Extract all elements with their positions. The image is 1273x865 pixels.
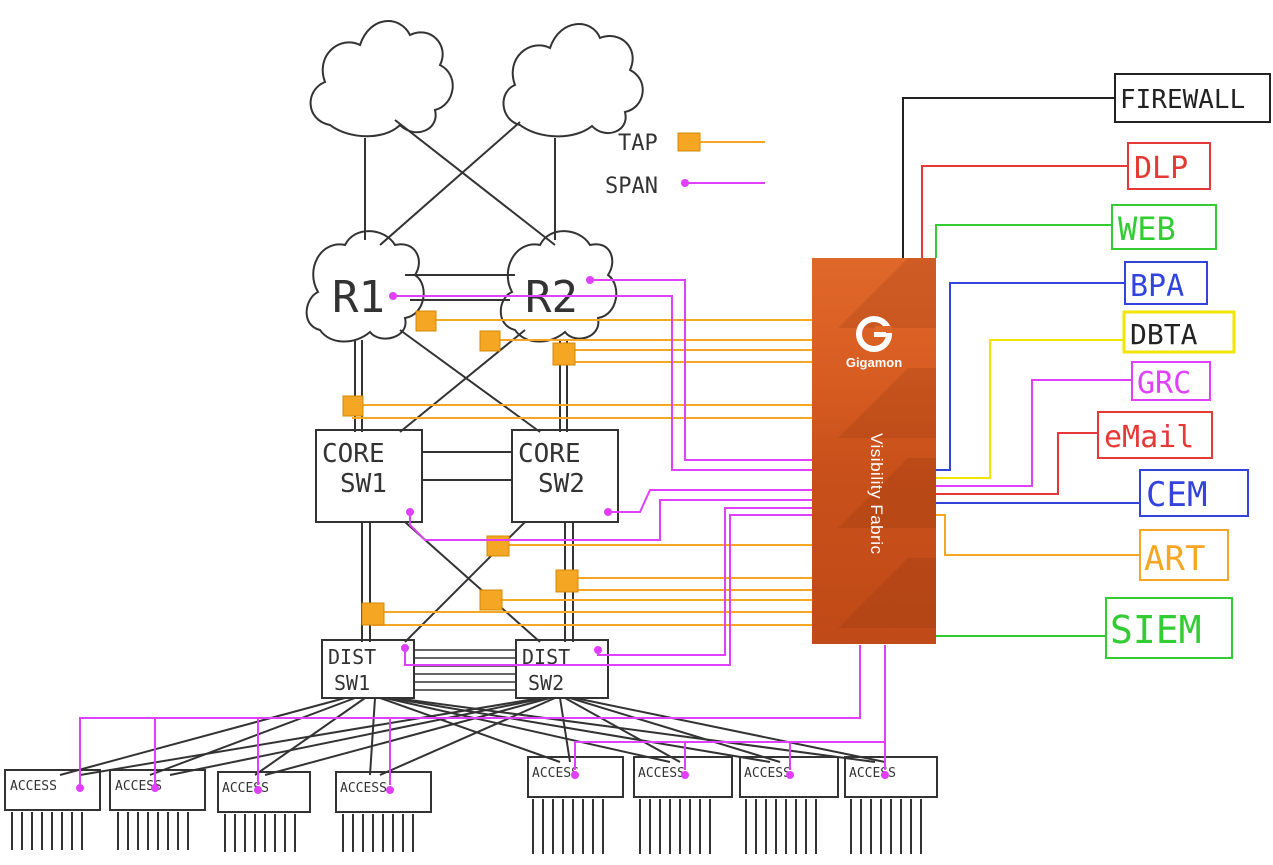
span-point bbox=[681, 771, 689, 779]
tool-dbta-label: DBTA bbox=[1130, 318, 1198, 351]
tap-markers bbox=[342, 310, 579, 626]
core-sw1-line2: SW1 bbox=[340, 469, 387, 499]
tool-email-box bbox=[1097, 411, 1213, 459]
access-label-6: ACCESS bbox=[638, 766, 685, 781]
dist-sw1-line1: DIST bbox=[328, 645, 376, 669]
access-label-3: ACCESS bbox=[222, 781, 269, 796]
tap-lines bbox=[352, 319, 812, 626]
tool-dlp-box bbox=[1127, 142, 1211, 190]
dist-sw2-box bbox=[515, 639, 609, 699]
tool-cem-label: CEM bbox=[1146, 475, 1207, 515]
dist-interconnect bbox=[414, 649, 516, 691]
span-point bbox=[586, 276, 594, 284]
internet-cloud-right bbox=[502, 23, 644, 138]
span-point bbox=[151, 784, 159, 792]
tool-siem-box bbox=[1105, 597, 1233, 659]
dist-sw1-box bbox=[321, 639, 415, 699]
dist-sw2-line2: SW2 bbox=[528, 671, 564, 695]
access-switch-2 bbox=[109, 769, 206, 811]
tap-marker bbox=[479, 589, 503, 611]
tool-firewall-label: FIREWALL bbox=[1120, 85, 1245, 115]
span-point bbox=[406, 508, 414, 516]
access-label-2: ACCESS bbox=[115, 779, 162, 794]
router-r2-shape bbox=[499, 230, 618, 343]
tap-marker bbox=[361, 602, 385, 626]
tool-connections bbox=[902, 97, 1140, 637]
router-r1-shape bbox=[305, 230, 425, 343]
span-lines bbox=[79, 279, 886, 785]
tool-cem-box bbox=[1139, 469, 1249, 517]
tool-email-label: eMail bbox=[1104, 420, 1194, 455]
access-switch-1 bbox=[4, 769, 101, 811]
router-r2-label: R2 bbox=[525, 272, 578, 323]
tool-firewall-box bbox=[1114, 73, 1271, 123]
dist-sw1-line2: SW1 bbox=[334, 671, 370, 695]
tool-dlp-label: DLP bbox=[1134, 151, 1188, 186]
tool-siem-label: SIEM bbox=[1110, 608, 1202, 652]
span-point bbox=[786, 771, 794, 779]
access-label-1: ACCESS bbox=[10, 779, 57, 794]
span-point bbox=[386, 786, 394, 794]
span-point bbox=[594, 646, 602, 654]
span-point bbox=[389, 292, 397, 300]
legend-tap-marker bbox=[677, 132, 701, 152]
span-point bbox=[401, 644, 409, 652]
core-sw2-line1: CORE bbox=[518, 439, 581, 469]
span-points bbox=[76, 276, 889, 794]
tool-bpa-label: BPA bbox=[1130, 269, 1184, 304]
legend-tap-label: TAP bbox=[618, 131, 658, 156]
access-label-4: ACCESS bbox=[340, 781, 387, 796]
router-r1-label: R1 bbox=[332, 272, 385, 323]
span-point bbox=[76, 784, 84, 792]
core-sw1-line1: CORE bbox=[322, 439, 385, 469]
access-switch-4 bbox=[335, 771, 432, 813]
tap-marker bbox=[552, 342, 576, 366]
access-label-7: ACCESS bbox=[744, 766, 791, 781]
tap-marker bbox=[415, 310, 437, 332]
span-point bbox=[604, 508, 612, 516]
access-switch-8 bbox=[844, 756, 938, 798]
tool-web-box bbox=[1111, 204, 1217, 250]
internet-cloud-left bbox=[309, 20, 454, 138]
tool-grc-box bbox=[1131, 361, 1211, 401]
access-ports bbox=[11, 799, 922, 854]
span-point bbox=[254, 786, 262, 794]
tool-dbta-box bbox=[1122, 310, 1236, 354]
tap-marker bbox=[342, 395, 364, 417]
access-switch-6 bbox=[633, 756, 733, 798]
tool-web-label: WEB bbox=[1118, 210, 1176, 248]
core-sw2-line2: SW2 bbox=[538, 469, 585, 499]
tool-art-box bbox=[1139, 529, 1229, 581]
wan-links bbox=[364, 119, 556, 246]
legend-span-label: SPAN bbox=[605, 174, 658, 199]
access-label-5: ACCESS bbox=[532, 766, 579, 781]
access-switch-3 bbox=[217, 771, 311, 813]
tap-marker bbox=[479, 330, 501, 352]
gigamon-visibility-fabric-panel: Gigamon Visibility Fabric bbox=[812, 258, 936, 644]
visibility-fabric-label: Visibility Fabric bbox=[867, 433, 886, 555]
tap-marker bbox=[555, 569, 579, 593]
access-label-8: ACCESS bbox=[849, 766, 896, 781]
router-links bbox=[354, 274, 568, 433]
tool-grc-label: GRC bbox=[1137, 366, 1191, 401]
gigamon-logo-icon bbox=[856, 316, 892, 352]
span-point bbox=[571, 771, 579, 779]
tool-art-label: ART bbox=[1144, 539, 1205, 579]
span-point bbox=[881, 771, 889, 779]
gigamon-brand-name: Gigamon bbox=[845, 355, 903, 370]
access-uplinks bbox=[59, 697, 886, 776]
tool-bpa-box bbox=[1124, 261, 1208, 305]
